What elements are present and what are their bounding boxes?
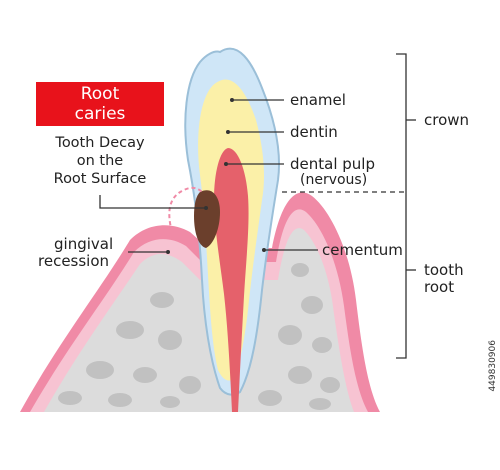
leader-lines [99,53,416,359]
dental-pulp [214,148,249,412]
title-line1: Root [80,84,120,104]
bone [44,228,354,412]
label-tooth: tooth [424,261,464,279]
label-enamel: enamel [290,91,346,109]
label-dental-pulp: dental pulp [290,155,375,173]
watermark-id: 449830906 [488,340,498,392]
label-dentin: dentin [290,123,338,141]
subtitle-line3: Root Surface [53,171,147,187]
label-root: root [424,278,455,296]
label-crown: crown [424,111,470,129]
subtitle: Tooth Decay on the Root Surface [40,134,160,188]
label-cementum: cementum [322,241,403,259]
subtitle-line1: Tooth Decay [55,135,145,151]
gingival-recession-line [168,186,203,233]
subtitle-line2: on the [76,153,124,169]
label-dental-pulp-note: (nervous) [300,172,368,188]
label-recession: recession [38,252,110,270]
bone-texture [58,263,340,410]
root-decay [194,190,220,248]
title: Root caries [36,82,164,126]
label-gingival: gingival [54,235,114,253]
title-badge [36,82,164,126]
title-line2: caries [74,104,126,124]
